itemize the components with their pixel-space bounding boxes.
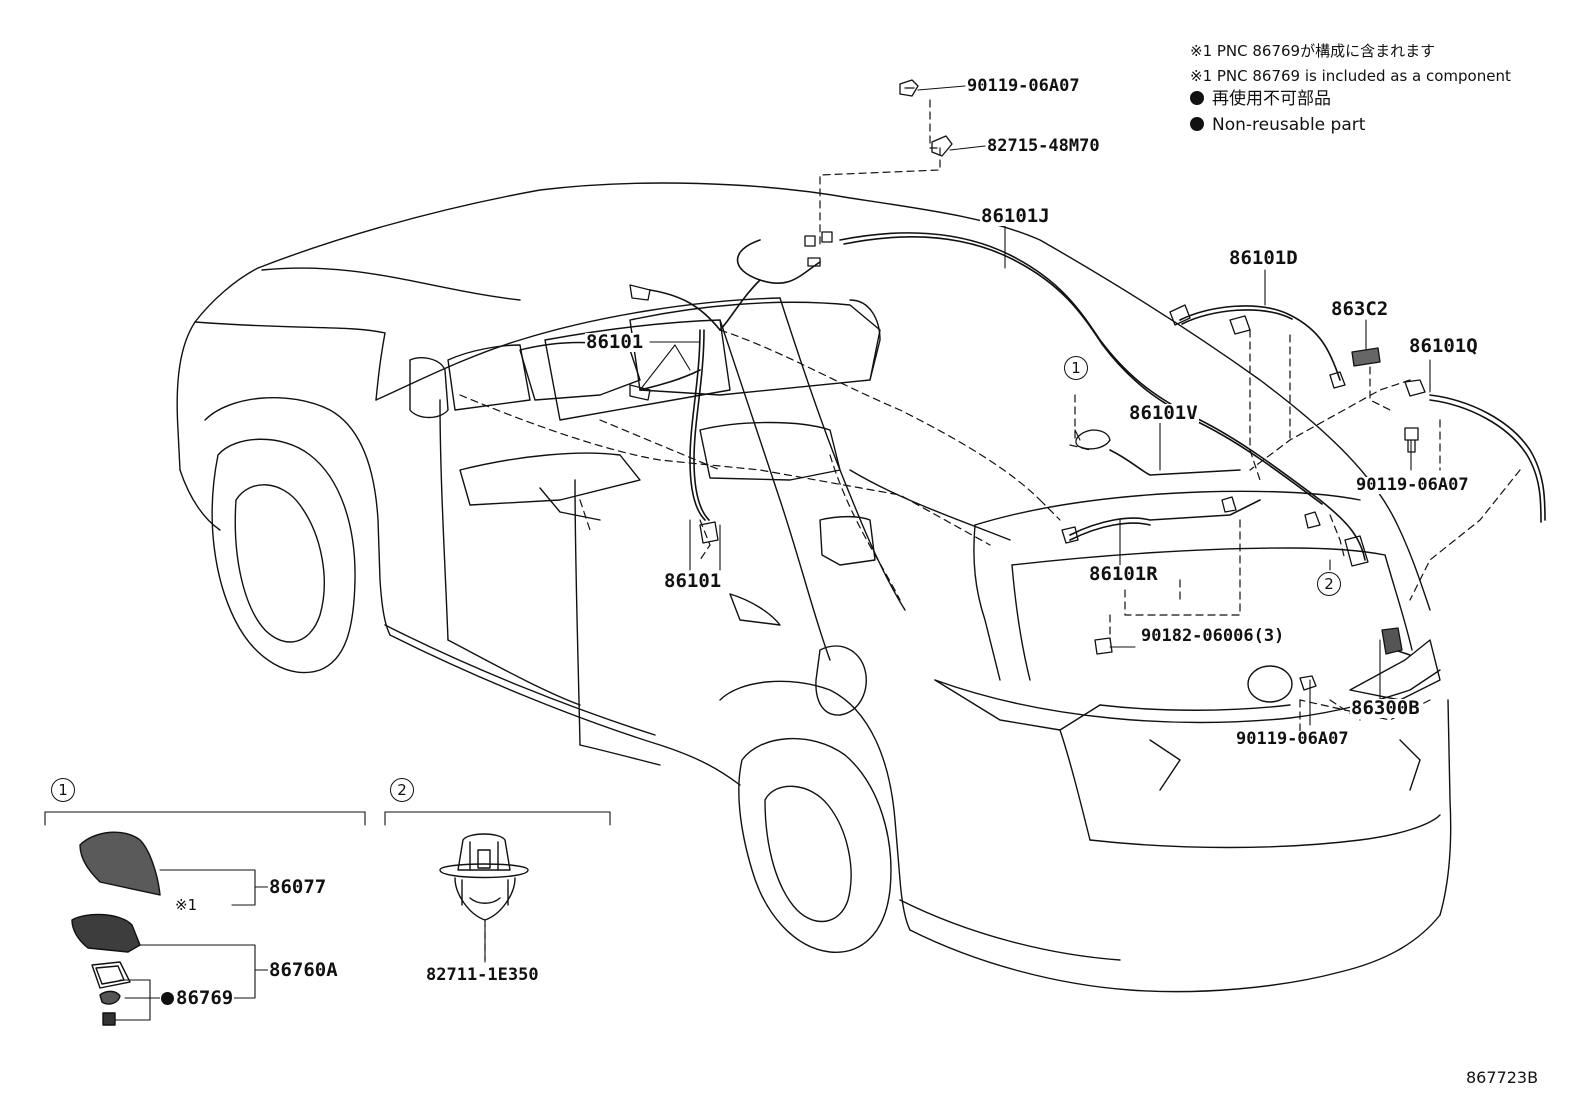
part-label-86101v[interactable]: 86101V	[1128, 402, 1199, 424]
non-reusable-dot-icon	[1190, 91, 1204, 105]
note-component-jp: ※1 PNC 86769が構成に含まれます	[1190, 42, 1436, 60]
part-label-86760a[interactable]: 86760A	[268, 959, 339, 981]
non-reusable-dot-icon	[1190, 117, 1204, 131]
note-non-reusable-en-text: Non-reusable part	[1212, 115, 1366, 135]
inset-1-antenna-parts	[71, 831, 161, 1026]
part-label-90119-06a07-bottom[interactable]: 90119-06A07	[1235, 729, 1350, 749]
inset-2-heading: 2	[390, 778, 414, 802]
leader-lines	[44, 85, 1431, 1021]
part-label-86101-upper[interactable]: 86101	[585, 331, 645, 353]
antenna-cords	[639, 232, 1546, 656]
diagram-id: 867723B	[1466, 1068, 1539, 1087]
note-non-reusable-en: Non-reusable part	[1190, 117, 1365, 134]
part-label-86101-lower[interactable]: 86101	[663, 570, 723, 592]
part-label-86101j[interactable]: 86101J	[980, 205, 1051, 227]
part-label-86077[interactable]: 86077	[268, 876, 328, 898]
part-label-86101q[interactable]: 86101Q	[1408, 335, 1479, 357]
component-ref-mark: ※1	[175, 896, 198, 914]
detail-callout-2[interactable]: 2	[1317, 572, 1341, 596]
note-non-reusable-jp: 再使用不可部品	[1190, 91, 1331, 108]
part-label-86300b[interactable]: 86300B	[1350, 697, 1421, 719]
part-label-86101r[interactable]: 86101R	[1088, 563, 1159, 585]
note-non-reusable-jp-text: 再使用不可部品	[1212, 89, 1331, 109]
small-parts	[629, 79, 1426, 691]
note-component-en: ※1 PNC 86769 is included as a component	[1190, 67, 1511, 85]
part-label-86101d[interactable]: 86101D	[1228, 247, 1299, 269]
non-reusable-dot-icon	[161, 992, 174, 1005]
part-label-90182-06006[interactable]: 90182-06006(3)	[1140, 626, 1286, 646]
vehicle-body-outline	[176, 182, 1452, 993]
inset-1-heading: 1	[51, 778, 75, 802]
reference-lines	[459, 99, 1521, 961]
part-label-86769-text: 86769	[176, 987, 234, 1009]
part-label-90119-06a07-top[interactable]: 90119-06A07	[966, 76, 1081, 96]
part-label-82711-1e350[interactable]: 82711-1E350	[425, 965, 540, 985]
inset-2-clip-part	[439, 833, 529, 921]
part-label-863c2[interactable]: 863C2	[1330, 298, 1390, 320]
part-label-86769[interactable]: 86769	[160, 987, 235, 1009]
part-label-82715-48m70[interactable]: 82715-48M70	[986, 136, 1101, 156]
part-label-90119-06a07-right[interactable]: 90119-06A07	[1355, 475, 1470, 495]
detail-callout-1[interactable]: 1	[1064, 356, 1088, 380]
